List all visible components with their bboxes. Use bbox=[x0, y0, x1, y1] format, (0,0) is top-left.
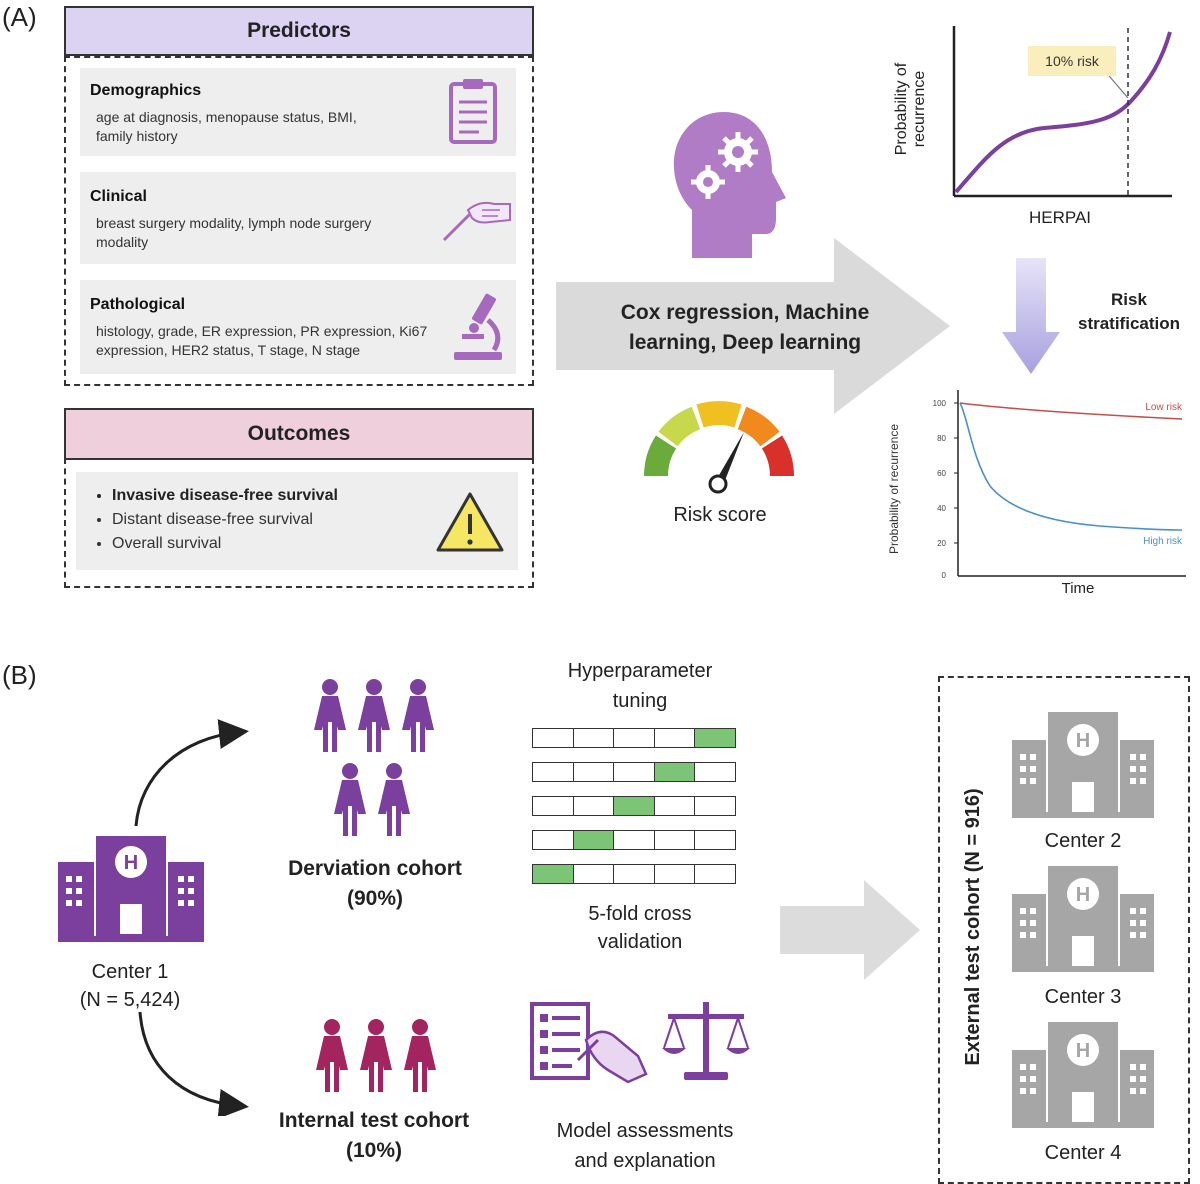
center1-name: Center 1 bbox=[91, 961, 169, 983]
km-xlabel: Time bbox=[1061, 580, 1095, 597]
derivation-line2: (90%) bbox=[346, 887, 404, 910]
demographics-title: Demographics bbox=[90, 82, 202, 99]
risk-gauge-icon bbox=[644, 401, 794, 494]
hospital-center1-icon: H bbox=[58, 836, 204, 942]
cv-row bbox=[532, 796, 736, 816]
warning-icon bbox=[436, 492, 504, 552]
external-title-wrap: External test cohort (N = 916) bbox=[950, 690, 996, 1164]
km-ytick: 80 bbox=[937, 434, 946, 443]
internal-label: Internal test cohort (10%) bbox=[246, 1106, 502, 1166]
tuning-line2: tuning bbox=[612, 690, 668, 712]
center1-n: (N = 5,424) bbox=[79, 989, 181, 1011]
assess-label: Model assessments and explanation bbox=[520, 1116, 770, 1176]
assess-line2: and explanation bbox=[574, 1150, 716, 1172]
km-low-risk-line bbox=[959, 402, 1183, 420]
center3-label: Center 3 bbox=[1044, 986, 1122, 1008]
panel-a-label: (A) bbox=[2, 2, 37, 32]
center4-label: Center 4 bbox=[1044, 1142, 1122, 1164]
internal-people-icon bbox=[316, 1019, 436, 1092]
outcomes-header: Outcomes bbox=[64, 408, 534, 460]
center1-label: Center 1 (N = 5,424) bbox=[40, 958, 220, 1014]
microscope-icon bbox=[454, 293, 502, 360]
checklist-hand-icon bbox=[530, 1002, 648, 1084]
hospital-center3-icon: H bbox=[1012, 866, 1154, 972]
predictors-box bbox=[64, 56, 534, 386]
risk-chart-ylabel: Probability of recurrence bbox=[893, 62, 928, 156]
risk-score-label: Risk score bbox=[673, 504, 767, 526]
outcomes-list: Invasive disease-free survival Distant d… bbox=[86, 484, 338, 556]
tuning-line1: Hyperparameter bbox=[567, 660, 713, 682]
km-ytick: 40 bbox=[937, 504, 946, 513]
km-high-label: High risk bbox=[1143, 536, 1183, 547]
outcomes-box bbox=[64, 458, 534, 588]
tuning-label: Hyperparameter tuning bbox=[520, 656, 760, 716]
center2-label: Center 2 bbox=[1044, 830, 1122, 852]
demographics-text: age at diagnosis, menopause status, BMI,… bbox=[96, 109, 357, 144]
stratification-label: Risk stratification bbox=[1077, 290, 1181, 333]
km-ytick: 20 bbox=[937, 539, 946, 548]
cv-line2: validation bbox=[597, 931, 683, 953]
svg-text:H: H bbox=[124, 852, 138, 874]
cv-row bbox=[532, 762, 736, 782]
km-ytick: 0 bbox=[942, 571, 947, 580]
derivation-people-icon bbox=[314, 679, 434, 836]
method-label: Cox regression, Machine learning, Deep l… bbox=[620, 301, 870, 354]
derivation-line1: Derviation cohort bbox=[288, 857, 462, 880]
cv-row bbox=[532, 728, 736, 748]
external-title: External test cohort (N = 916) bbox=[962, 788, 984, 1066]
pathological-card: Pathological histology, grade, ER expres… bbox=[80, 280, 516, 374]
outcome-item: Overall survival bbox=[112, 532, 338, 556]
outcome-item: Distant disease-free survival bbox=[112, 508, 338, 532]
internal-line2: (10%) bbox=[345, 1139, 403, 1162]
cv-line1: 5-fold cross bbox=[588, 903, 692, 925]
head-gears-icon bbox=[673, 112, 786, 258]
outcomes-card: Invasive disease-free survival Distant d… bbox=[76, 472, 518, 570]
split-arrows bbox=[134, 719, 249, 1116]
cv-row bbox=[532, 830, 736, 850]
risk-chart-ylabel-wrap: Probability of recurrence bbox=[886, 36, 936, 186]
cv-grid bbox=[532, 728, 736, 884]
internal-line1: Internal test cohort bbox=[278, 1109, 470, 1132]
scalpel-hand-icon bbox=[442, 201, 511, 242]
cv-label: 5-fold cross validation bbox=[520, 900, 760, 956]
external-arrow bbox=[780, 880, 920, 980]
km-ylabel: Probability of recurrence bbox=[887, 423, 901, 555]
svg-text:H: H bbox=[1076, 730, 1090, 752]
assess-line1: Model assessments bbox=[556, 1120, 734, 1142]
derivation-label: Derviation cohort (90%) bbox=[252, 854, 498, 914]
km-ytick: 100 bbox=[933, 399, 947, 408]
pathological-text: histology, grade, ER expression, PR expr… bbox=[96, 323, 428, 358]
clinical-card: Clinical breast surgery modality, lymph … bbox=[80, 172, 516, 264]
hospital-center2-icon: H bbox=[1012, 712, 1154, 818]
km-ylabel-wrap: Probability of recurrence bbox=[874, 424, 914, 574]
predictors-header: Predictors bbox=[64, 6, 534, 56]
external-box bbox=[938, 676, 1190, 1184]
cv-row bbox=[532, 864, 736, 884]
outcome-item: Invasive disease-free survival bbox=[112, 484, 338, 508]
km-chart: 100 80 60 40 20 0 Low risk High risk bbox=[933, 390, 1186, 580]
scales-icon bbox=[662, 1002, 750, 1080]
demographics-card: Demographics age at diagnosis, menopause… bbox=[80, 68, 516, 156]
pathological-title: Pathological bbox=[90, 296, 186, 313]
clinical-title: Clinical bbox=[90, 188, 147, 205]
big-arrow bbox=[556, 238, 950, 414]
svg-text:H: H bbox=[1076, 884, 1090, 906]
risk-annotation: 10% risk bbox=[1028, 46, 1116, 76]
clinical-text: breast surgery modality, lymph node surg… bbox=[96, 215, 372, 250]
km-ytick: 60 bbox=[937, 469, 946, 478]
panel-b-label: (B) bbox=[2, 660, 37, 690]
stratification-arrow bbox=[1002, 258, 1060, 374]
risk-chart-xlabel: HERPAI bbox=[1028, 208, 1092, 227]
km-high-risk-line bbox=[959, 402, 1183, 531]
km-low-label: Low risk bbox=[1145, 402, 1183, 413]
hospital-center4-icon: H bbox=[1012, 1022, 1154, 1128]
svg-text:H: H bbox=[1076, 1040, 1090, 1062]
clipboard-icon bbox=[449, 79, 497, 144]
